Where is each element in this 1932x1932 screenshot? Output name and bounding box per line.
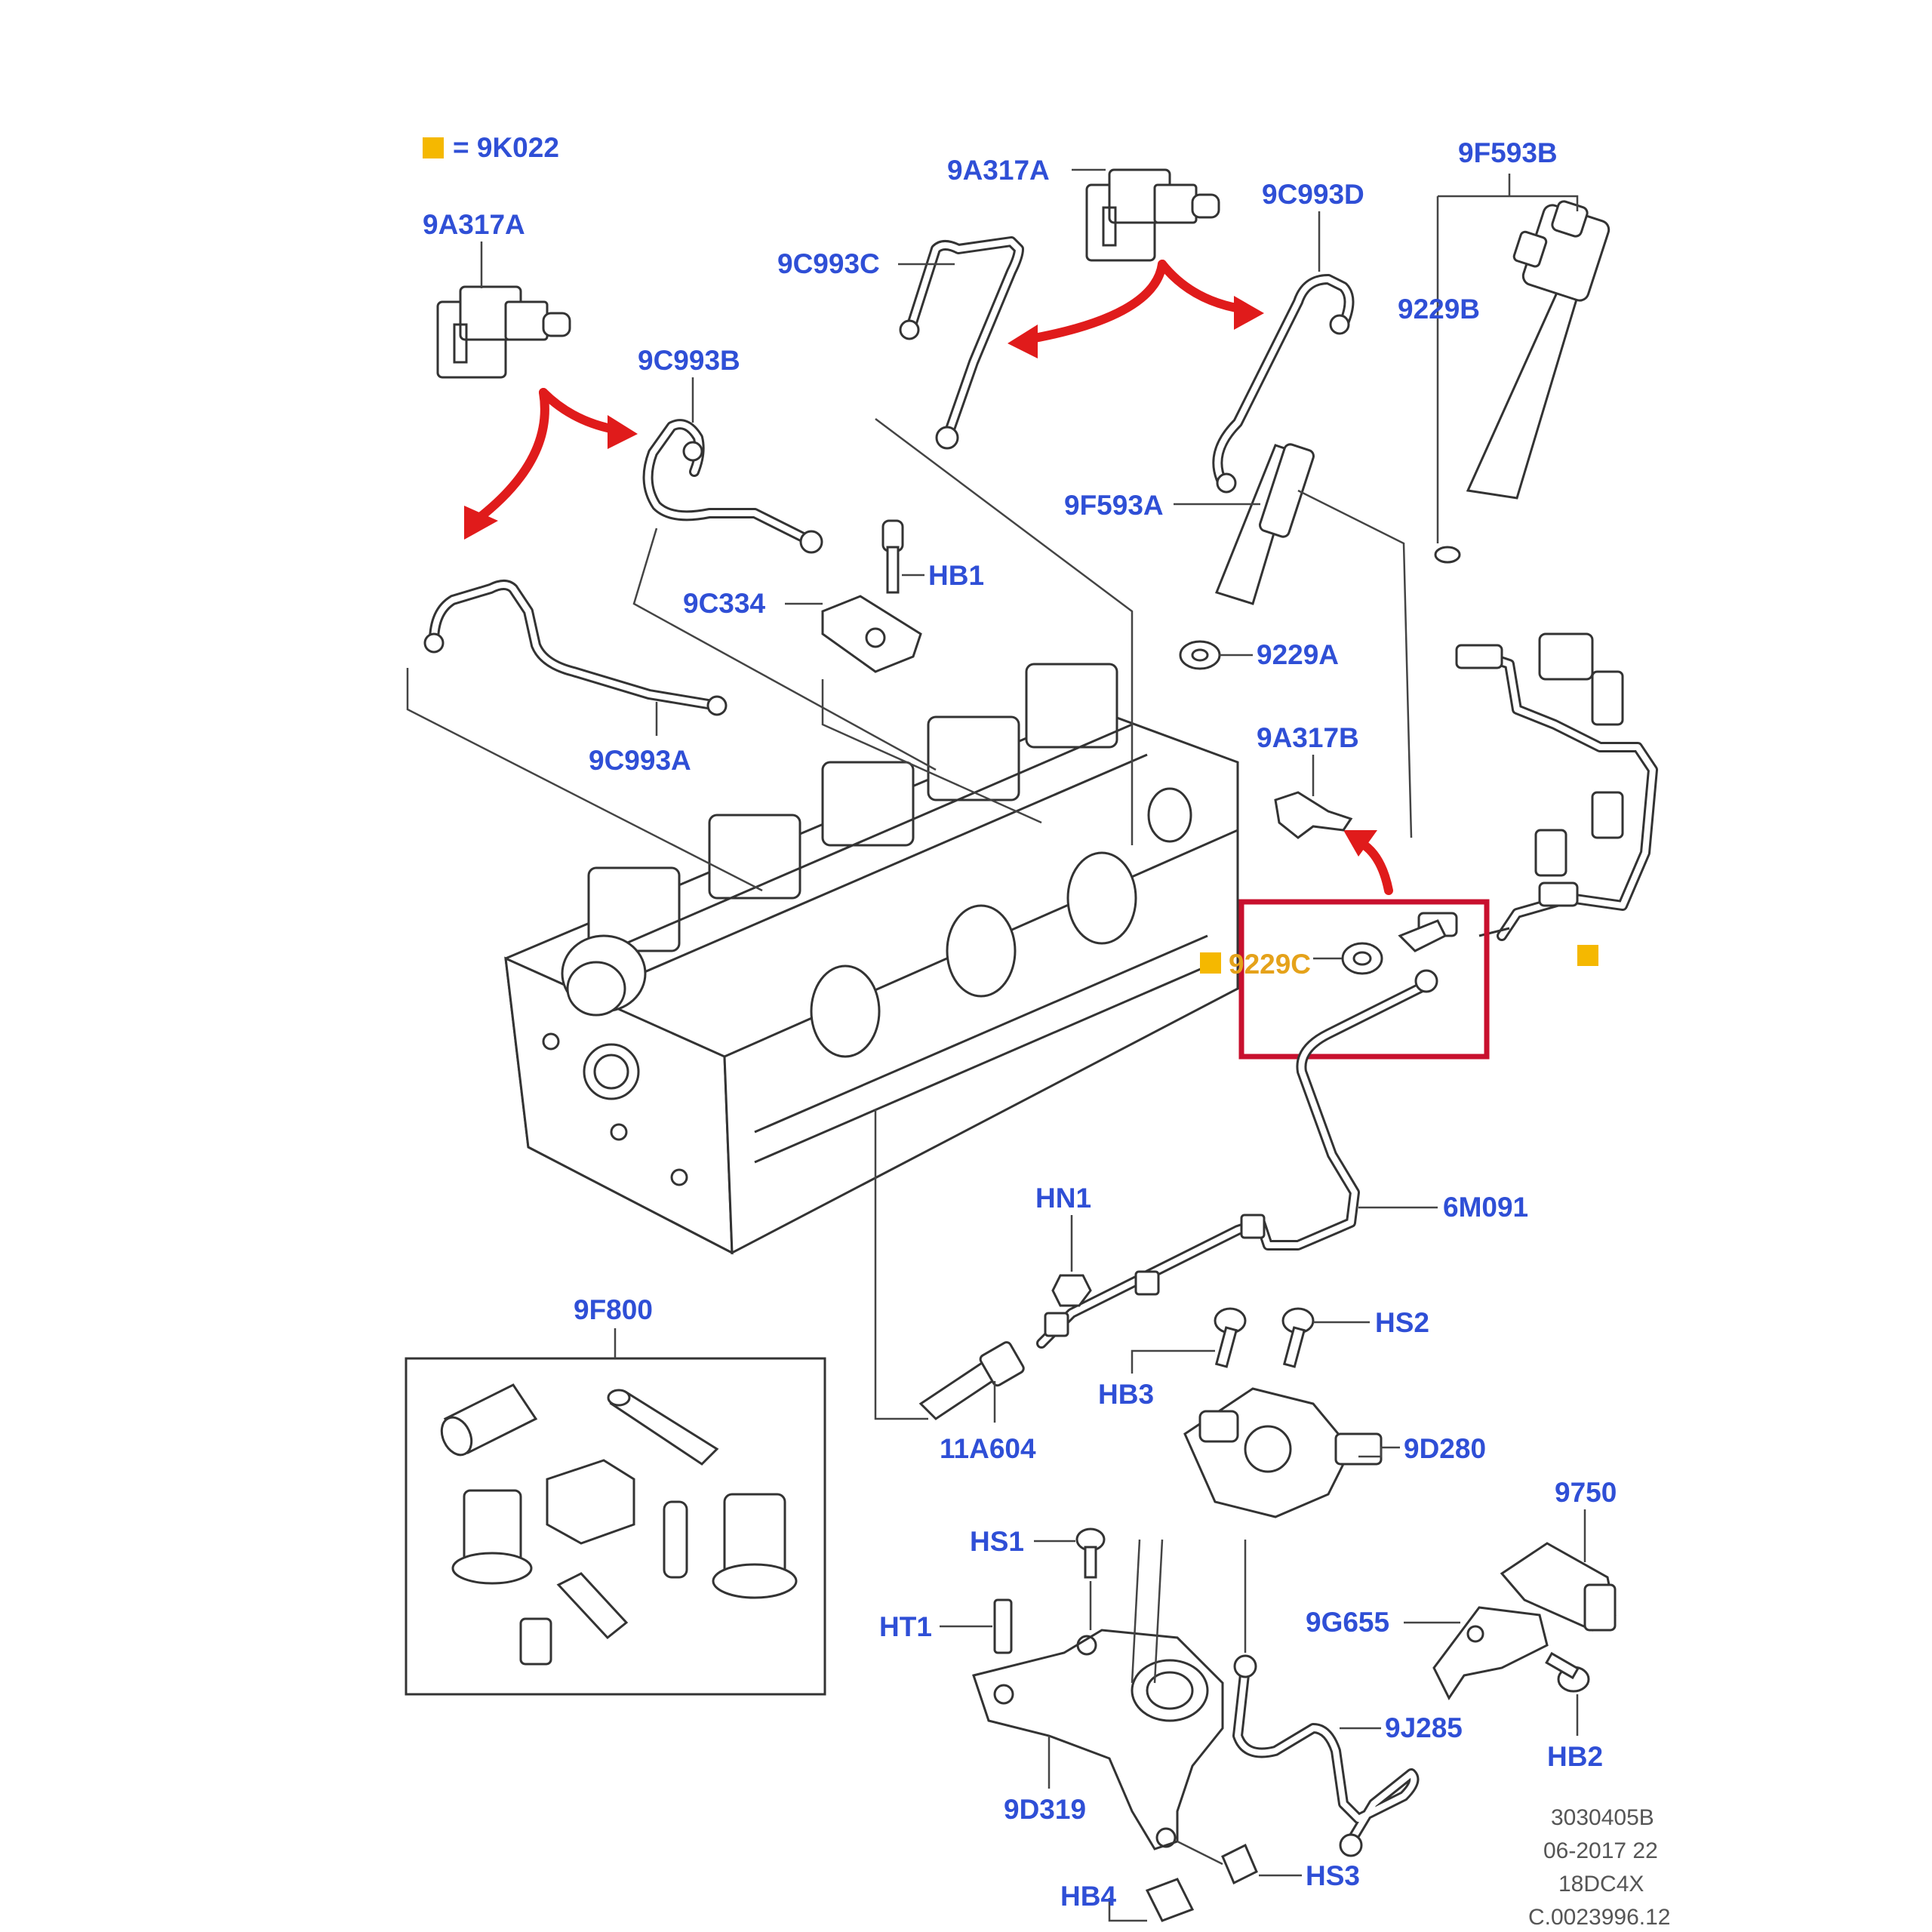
label-6m091: 6M091 bbox=[1443, 1192, 1528, 1223]
reference-line-2: 06-2017 22 bbox=[1543, 1838, 1658, 1863]
sensor-9a317a-left[interactable] bbox=[436, 242, 571, 379]
sensor-11a604[interactable] bbox=[918, 1340, 1025, 1423]
pipe-9c993b[interactable] bbox=[642, 377, 823, 554]
label-9d280: 9D280 bbox=[1404, 1433, 1486, 1464]
label-9j285: 9J285 bbox=[1385, 1712, 1463, 1743]
pipe-6m091[interactable] bbox=[1036, 919, 1447, 1349]
label-9a317b: 9A317B bbox=[1257, 722, 1359, 753]
pump-9d280[interactable] bbox=[1183, 1387, 1400, 1518]
9k022-marker-9229c bbox=[1200, 952, 1221, 974]
label-9229b: 9229B bbox=[1398, 294, 1480, 325]
label-9c993b: 9C993B bbox=[638, 345, 740, 376]
label-hs2: HS2 bbox=[1375, 1307, 1429, 1338]
bracket-9d319[interactable] bbox=[972, 1539, 1224, 1850]
bolt-hs3[interactable] bbox=[1177, 1840, 1302, 1885]
legend: = 9K022 bbox=[423, 132, 559, 163]
pipe-9c993c[interactable] bbox=[898, 236, 1024, 450]
washer-9229c[interactable] bbox=[1313, 942, 1383, 975]
label-hb4: HB4 bbox=[1060, 1881, 1116, 1912]
reference-line-3: 18DC4X bbox=[1558, 1872, 1644, 1897]
label-hb3: HB3 bbox=[1098, 1379, 1154, 1410]
pipe-9c993a[interactable] bbox=[423, 580, 728, 736]
routing-arrows-top bbox=[1008, 260, 1264, 358]
label-11a604: 11A604 bbox=[940, 1433, 1036, 1464]
legend-symbol bbox=[423, 137, 444, 158]
label-hb1: HB1 bbox=[928, 560, 984, 591]
label-hb2: HB2 bbox=[1547, 1741, 1603, 1772]
sensor-9a317a-top[interactable] bbox=[1072, 168, 1220, 262]
injector-9f593b[interactable] bbox=[1434, 174, 1611, 564]
bolt-hs1[interactable] bbox=[1034, 1527, 1106, 1630]
cylinder-head[interactable] bbox=[406, 418, 1239, 1420]
kit-9f800-parts[interactable] bbox=[436, 1383, 798, 1666]
bolt-hb4[interactable] bbox=[1108, 1878, 1195, 1922]
label-9229a: 9229A bbox=[1257, 639, 1339, 670]
label-9f593b: 9F593B bbox=[1458, 137, 1558, 168]
pipe-9j285[interactable] bbox=[1232, 1540, 1420, 1857]
pipe-9c993d[interactable] bbox=[1212, 211, 1355, 494]
injector-9f593a[interactable] bbox=[1174, 443, 1413, 838]
label-9750: 9750 bbox=[1555, 1477, 1617, 1508]
label-9f593a: 9F593A bbox=[1064, 490, 1164, 521]
highlight-box bbox=[1238, 899, 1490, 1060]
routing-arrow-9a317b bbox=[1343, 830, 1393, 895]
stud-ht1[interactable] bbox=[940, 1598, 1013, 1654]
label-hs1: HS1 bbox=[970, 1526, 1024, 1557]
bolt-hb1[interactable] bbox=[881, 519, 924, 594]
bolt-hb3[interactable] bbox=[1131, 1307, 1247, 1374]
nut-hn1[interactable] bbox=[1051, 1215, 1092, 1307]
clip-9a317b[interactable] bbox=[1274, 755, 1353, 839]
label-hs3: HS3 bbox=[1306, 1860, 1360, 1891]
reference-block: 3030405B 06-2017 22 18DC4X C.0023996.12 bbox=[1528, 1805, 1671, 1930]
bolt-hs2[interactable] bbox=[1281, 1307, 1370, 1368]
label-ht1: HT1 bbox=[879, 1611, 932, 1642]
reference-line-1: 3030405B bbox=[1551, 1805, 1654, 1830]
label-9229c: 9229C bbox=[1229, 949, 1311, 980]
bracket-9g655[interactable] bbox=[1404, 1606, 1549, 1700]
reference-line-4: C.0023996.12 bbox=[1528, 1905, 1671, 1930]
label-9c334: 9C334 bbox=[683, 588, 765, 619]
label-9g655: 9G655 bbox=[1306, 1607, 1389, 1638]
label-9a317a-left: 9A317A bbox=[423, 209, 525, 240]
label-9a317a-top: 9A317A bbox=[947, 155, 1050, 186]
bolt-hb2[interactable] bbox=[1545, 1651, 1590, 1736]
label-hn1: HN1 bbox=[1035, 1183, 1091, 1214]
label-9d319: 9D319 bbox=[1004, 1794, 1086, 1825]
wiring-harness[interactable] bbox=[1417, 632, 1658, 966]
harness-9k022-marker bbox=[1577, 945, 1598, 966]
label-9c993d: 9C993D bbox=[1262, 179, 1364, 210]
sensor-9750[interactable] bbox=[1500, 1509, 1617, 1632]
clamp-9c334[interactable] bbox=[785, 595, 922, 673]
legend-text: = 9K022 bbox=[453, 132, 559, 163]
label-9c993c: 9C993C bbox=[777, 248, 880, 279]
label-9f800: 9F800 bbox=[574, 1294, 653, 1325]
routing-arrows-left bbox=[464, 388, 638, 540]
label-9c993a: 9C993A bbox=[589, 745, 691, 776]
